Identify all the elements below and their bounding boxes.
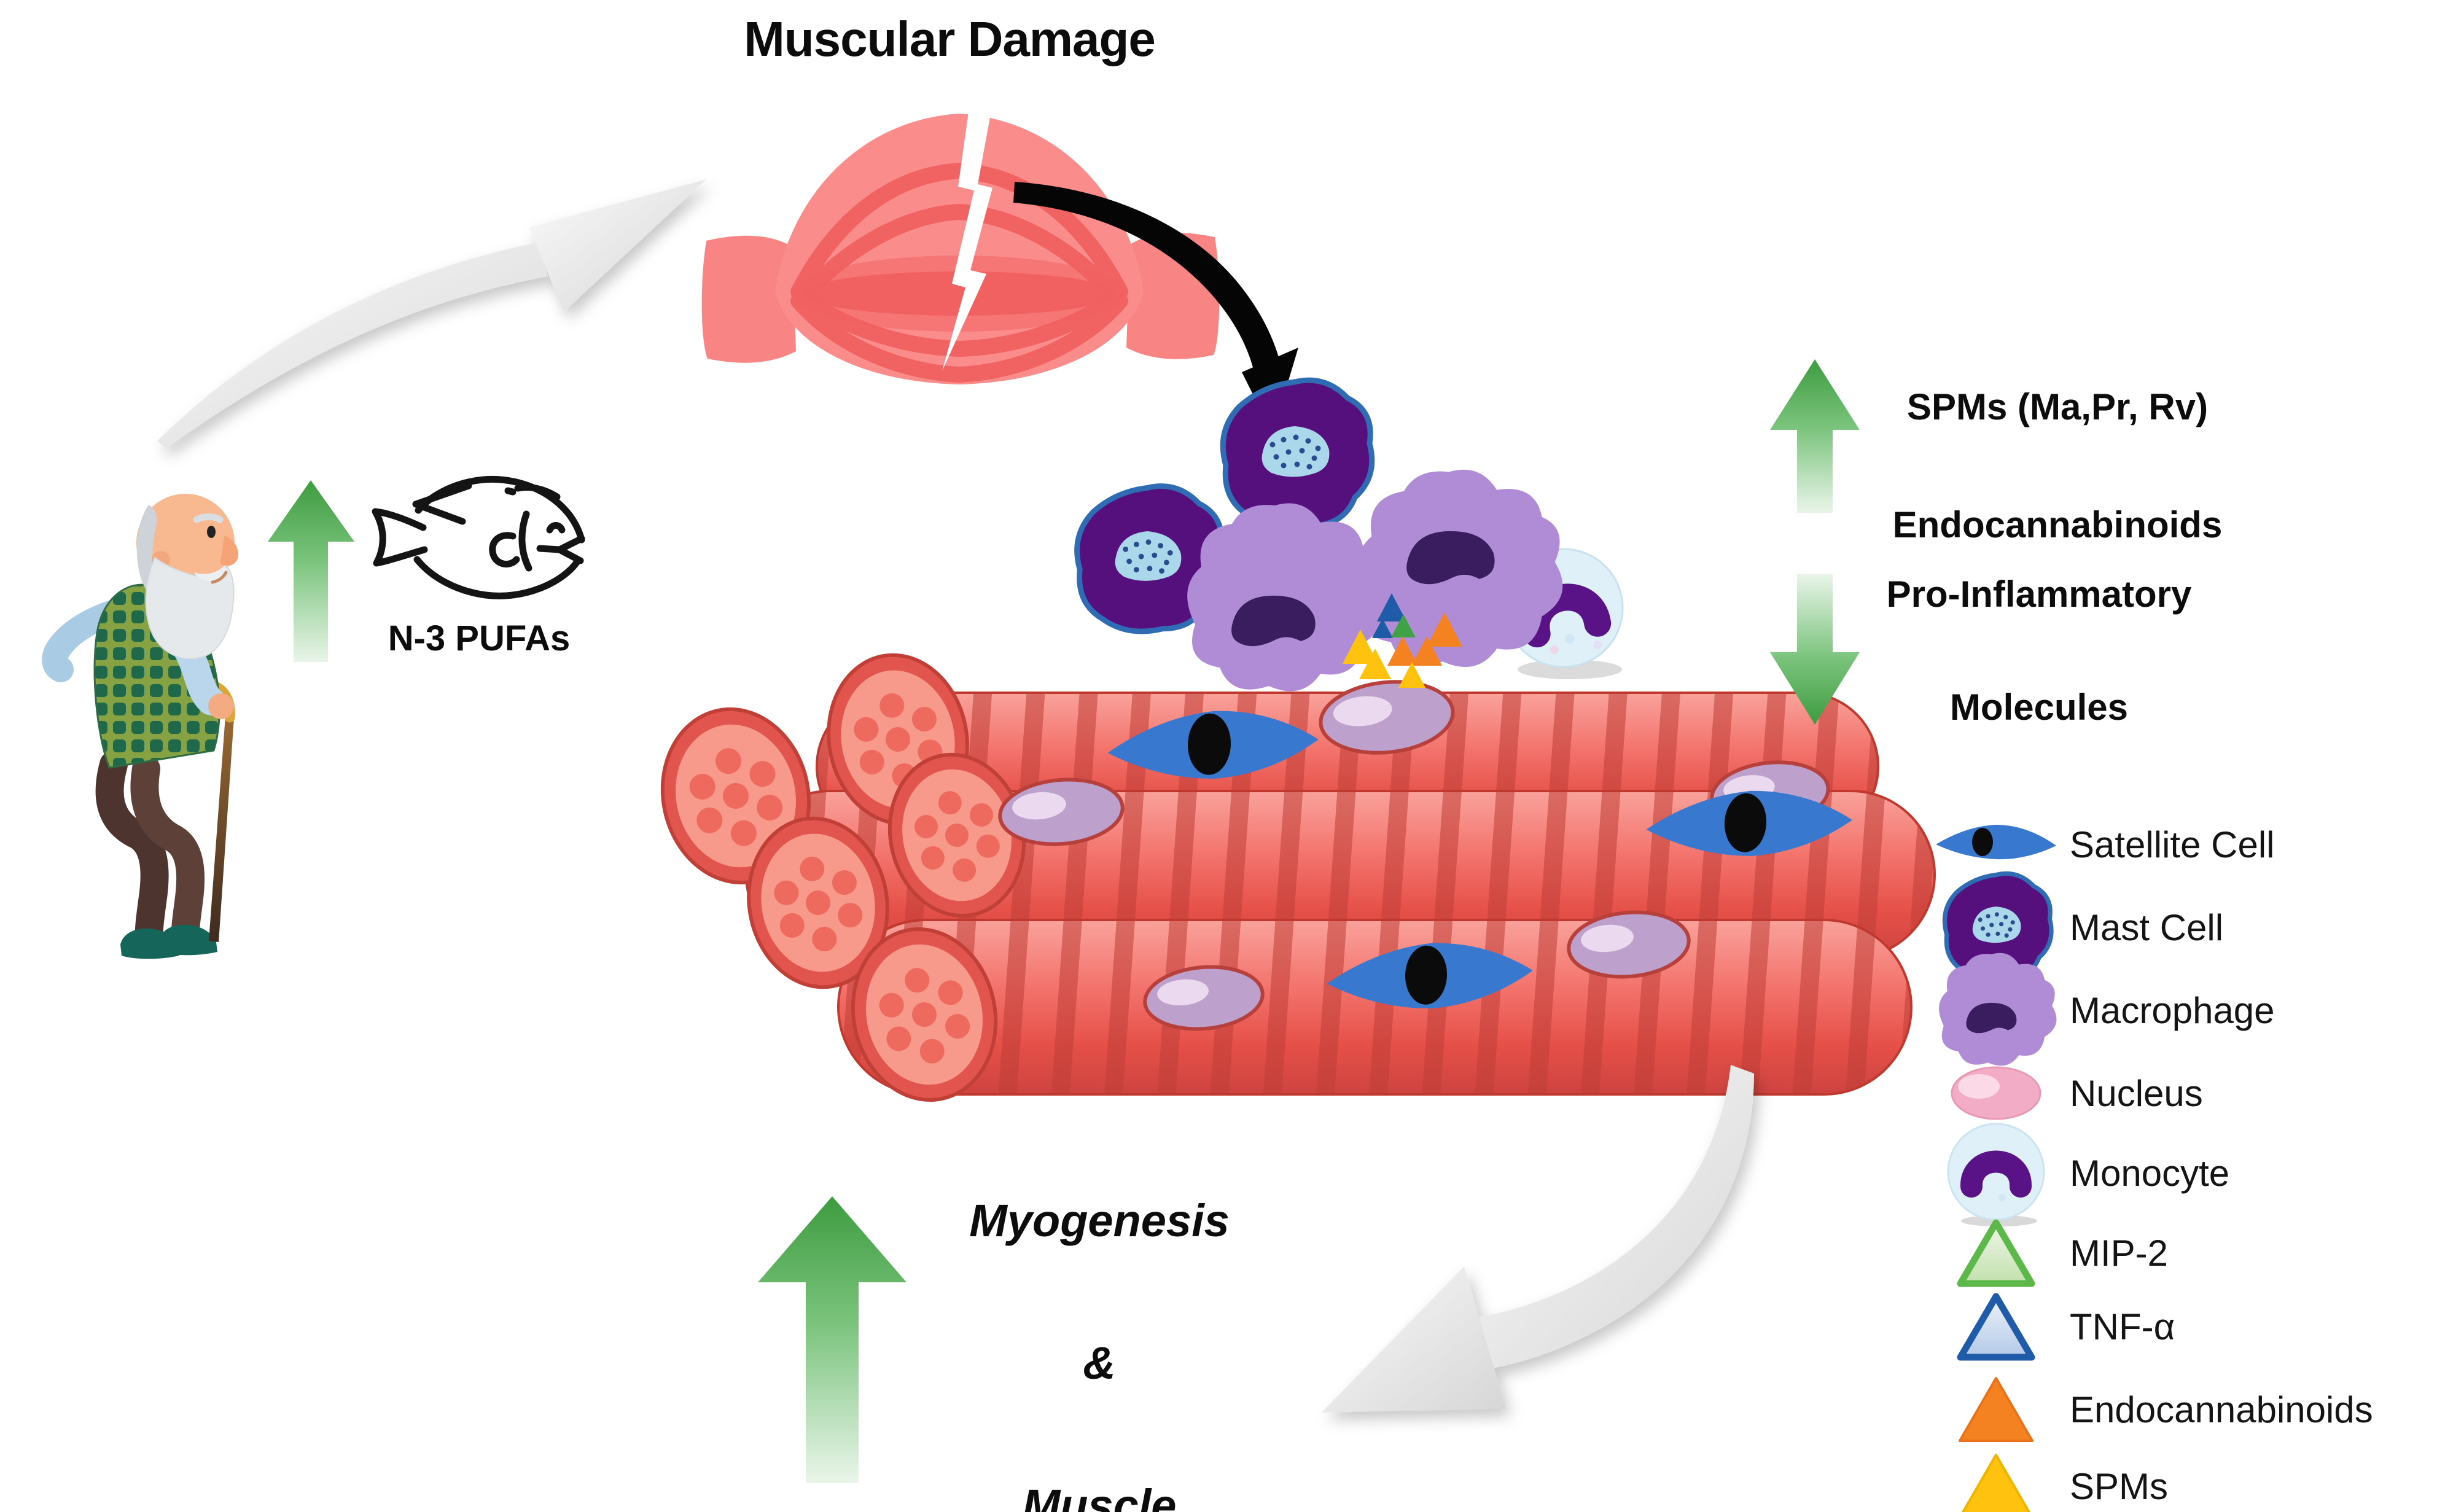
legend-row-macrophage: Macrophage: [1922, 953, 2432, 1066]
mediator-triangles: [1343, 593, 1462, 688]
immune-cell-cluster: [1074, 377, 1624, 692]
spms-increase-label: SPMs (Ma,Pr, Rv) Endocannabinoids: [1867, 378, 2248, 555]
n3-pufas-label: N-3 PUFAs: [388, 618, 571, 658]
monocyte-icon: [1922, 1118, 2070, 1228]
mast-cell-icon: [1922, 871, 2070, 984]
proinflammatory-line2: Molecules: [1949, 687, 2129, 728]
endocannabinoid-triangle-icon: [1922, 1374, 2070, 1445]
mip2-triangle-icon: [1922, 1218, 2070, 1288]
mast-cell: [1220, 377, 1375, 531]
macrophage-icon: [1922, 949, 2070, 1072]
macrophage: [1187, 503, 1384, 692]
spms-line1: SPMs (Ma,Pr, Rv): [1906, 386, 2209, 427]
legend-row-spms: SPMs: [1922, 1434, 2432, 1512]
myogenesis-up-arrow-icon: [758, 1196, 907, 1483]
nucleus-icon: [1922, 1059, 2070, 1127]
proinflammatory-line1: Pro-Inflammatory: [1886, 574, 2192, 615]
damaged-muscle-illustration: [701, 90, 1220, 384]
spms-up-arrow-icon: [1770, 359, 1860, 513]
fish-icon: [372, 475, 585, 599]
legend-row-mast-cell: Mast Cell: [1922, 871, 2432, 982]
satellite-cell-icon: [1922, 820, 2070, 869]
satellite-cells: [1107, 711, 1852, 1008]
fiber-cross-sections: [660, 653, 1026, 1102]
legend-row-satellite-cell: Satellite Cell: [1922, 792, 2432, 897]
proinflammatory-down-arrow-icon: [1770, 574, 1860, 725]
lightning-crack-icon: [942, 90, 994, 371]
aging-to-damage-arrow: [157, 179, 706, 448]
legend-row-nucleus: Nucleus: [1922, 1041, 2432, 1145]
figure-title: Muscular Damage: [744, 12, 1156, 66]
shoe-icon: [158, 924, 217, 956]
proinflammatory-decrease-label: Pro-Inflammatory Molecules: [1861, 566, 2217, 736]
legend-row-mip2: MIP-2: [1922, 1201, 2432, 1305]
spm-triangle-icon: [1922, 1451, 2070, 1512]
legend-row-tnf-alpha: TNF-α: [1922, 1274, 2432, 1379]
macrophage: [1357, 469, 1563, 667]
tnf-alpha-triangle-icon: [1922, 1292, 2070, 1362]
cane-icon: [209, 707, 235, 942]
myogenesis-outcome-label: Myogenesis & Muscle Regeneration: [969, 1195, 1230, 1512]
elderly-man-illustration: [42, 494, 238, 959]
legend-row-endocannabinoids: Endocannabinoids: [1922, 1357, 2432, 1462]
legend-row-monocyte: Monocyte: [1922, 1118, 2432, 1228]
regeneration-arrow: [1322, 1065, 1754, 1413]
muscle-fiber-bundle: [660, 653, 1936, 1102]
mast-cell: [1074, 483, 1226, 634]
spms-line2: Endocannabinoids: [1892, 504, 2223, 545]
n3-pufas-up-arrow-icon: [268, 480, 354, 662]
